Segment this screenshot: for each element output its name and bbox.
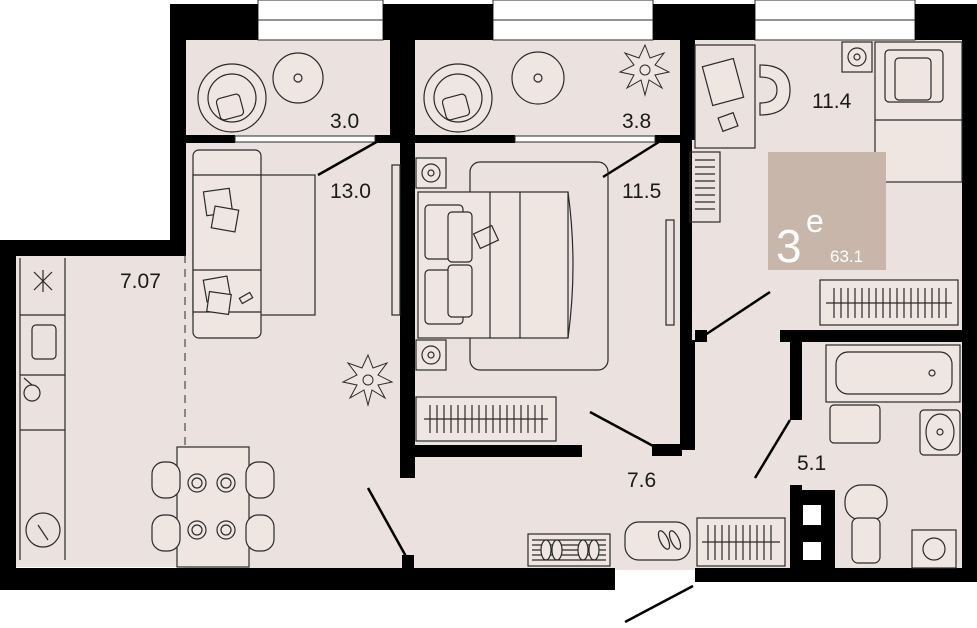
area-label-living: 13.0 [330, 180, 371, 203]
fan-icon [33, 270, 53, 292]
balcony-rails [234, 135, 656, 143]
bed-right [689, 41, 963, 223]
bed [391, 157, 675, 371]
door-balcony-mid [602, 138, 663, 179]
area-labels: 3.0 13.0 3.8 11.5 11.4 7.07 7.6 5.1 [120, 90, 852, 492]
bathroom-fixtures [829, 404, 961, 569]
shoe-rack [527, 533, 611, 567]
washer-icon [25, 512, 61, 548]
area-label-balcony-mid: 3.8 [622, 110, 651, 133]
area-label-bedroom-mid: 11.5 [622, 180, 661, 203]
door-bedroom-mid [589, 410, 656, 449]
area-label-kitchen: 7.07 [120, 270, 161, 293]
area-label-bathroom: 5.1 [797, 452, 826, 475]
area-label-bedroom-right: 11.4 [812, 90, 852, 113]
area-label-hallway: 7.6 [627, 469, 656, 492]
door-bathroom [753, 419, 792, 479]
shaft [797, 490, 835, 568]
badge-room-code: 3 [776, 220, 802, 272]
door-entrance [624, 584, 694, 624]
door-kitchen [366, 487, 410, 561]
door-bedroom-right [704, 290, 771, 337]
wardrobe [819, 279, 959, 326]
badge-room-suffix: е [806, 203, 824, 239]
plant-icon [618, 43, 671, 97]
wardrobe [415, 396, 557, 442]
doors [317, 138, 792, 624]
windows [257, 0, 916, 41]
walls [0, 4, 977, 590]
balcony-mid-furniture [423, 51, 565, 133]
bench [624, 521, 691, 561]
door-living [317, 138, 381, 177]
desk [694, 44, 791, 149]
kitchen-furniture [19, 255, 186, 565]
bathtub [825, 344, 961, 403]
stove-icon [31, 324, 57, 360]
dining-table [151, 446, 275, 568]
badge-background [768, 152, 886, 270]
plant-icon [341, 353, 394, 407]
area-label-balcony-left: 3.0 [330, 110, 359, 133]
apartment-badge: 3 е 63.1 [768, 152, 886, 272]
sofa [192, 149, 316, 339]
wardrobe [696, 517, 786, 567]
balcony-left-furniture [197, 52, 324, 133]
badge-total-area: 63.1 [830, 247, 863, 266]
